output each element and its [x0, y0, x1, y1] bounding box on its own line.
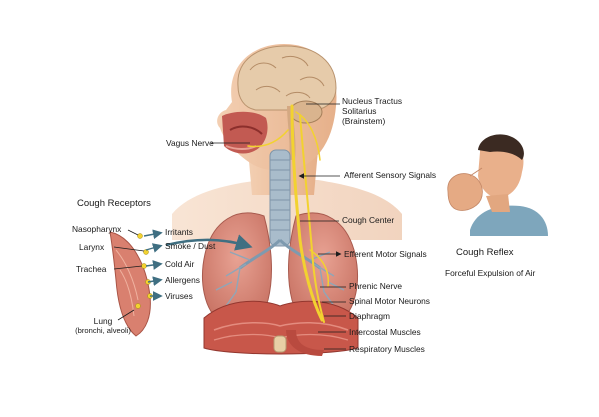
receptor-site-lung: Lung (bronchi, alveoli) — [75, 316, 131, 335]
trigger-cold-air: Cold Air — [165, 259, 195, 269]
coughing-person-illustration — [447, 134, 548, 236]
vagus-nerve-label: Vagus Nerve — [166, 138, 214, 148]
trachea-illustration — [269, 149, 291, 247]
cough-center-label: Cough Center — [342, 215, 395, 225]
spinal-motor-neurons-label: Spinal Motor Neurons — [349, 296, 430, 306]
trigger-irritants: Irritants — [165, 227, 193, 237]
trigger-allergens: Allergens — [165, 275, 200, 285]
receptor-site-larynx: Larynx — [79, 242, 105, 252]
respiratory-muscles-label: Respiratory Muscles — [349, 344, 425, 354]
nucleus-tractus-label: Nucleus Tractus Solitarius (Brainstem) — [342, 96, 403, 126]
receptor-site-nasopharynx: Nasopharynx — [72, 224, 122, 234]
phrenic-nerve-label: Phrenic Nerve — [349, 281, 403, 291]
trigger-viruses: Viruses — [165, 291, 193, 301]
trigger-smoke-dust: Smoke / Dust — [165, 241, 216, 251]
receptor-site-trachea: Trachea — [76, 264, 107, 274]
efferent-signals-label: Efferent Motor Signals — [344, 249, 427, 259]
cough-reflex-title: Cough Reflex — [456, 247, 514, 258]
diaphragm-label: Diaphragm — [349, 311, 390, 321]
trigger-arrows — [143, 229, 253, 301]
intercostal-muscles-label: Intercostal Muscles — [349, 327, 421, 337]
cough-receptors-title: Cough Receptors — [77, 198, 151, 209]
nerve-pathways — [247, 104, 330, 323]
diaphragm-illustration — [203, 300, 359, 356]
label-leaders — [113, 103, 346, 350]
cough-reflex-subtitle: Forceful Expulsion of Air — [445, 268, 536, 278]
afferent-signals-label: Afferent Sensory Signals — [344, 170, 437, 180]
